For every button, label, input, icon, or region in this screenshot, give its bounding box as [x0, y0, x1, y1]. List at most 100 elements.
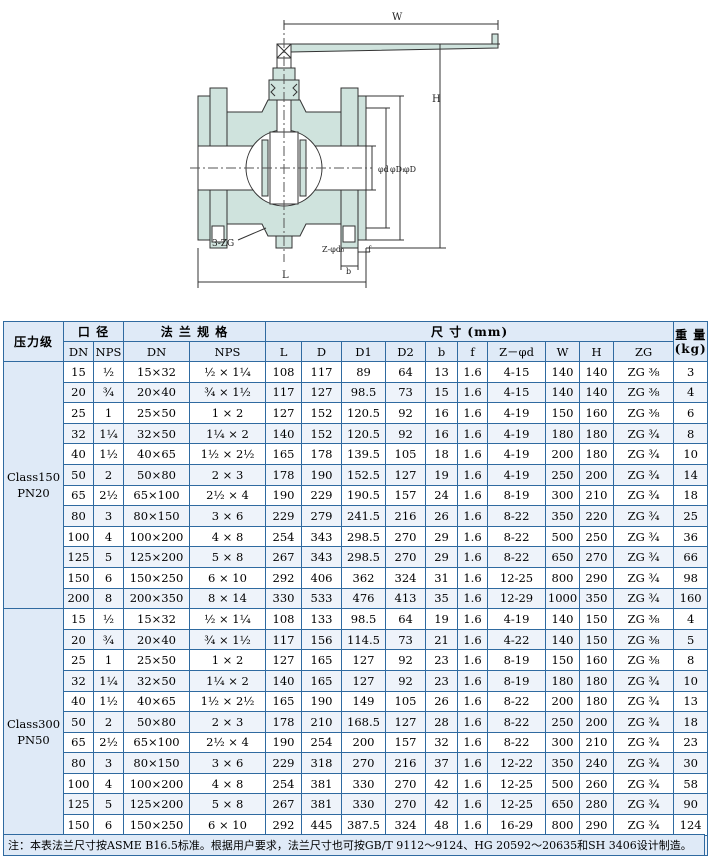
cell-zg: ZG ¾: [613, 463, 675, 486]
class-name: Class150: [6, 470, 61, 485]
cell-D2: 92: [385, 422, 427, 445]
cell-f: 1.6: [457, 422, 489, 445]
cell-kg: 4: [673, 608, 709, 630]
cell-dn: 20: [63, 381, 94, 404]
cell-z: 8-22: [487, 731, 547, 754]
cell-nps: 1½: [93, 690, 124, 713]
cell-dn: 50: [63, 711, 94, 733]
cell-nps: 2: [93, 463, 124, 486]
cell-D: 127: [301, 381, 343, 404]
cell-kg: 18: [673, 711, 709, 733]
cell-dn: 125: [63, 546, 94, 568]
cell-D: 445: [301, 814, 343, 836]
cell-nps: 1¼: [93, 422, 124, 445]
cell-kg: 36: [673, 525, 709, 548]
cell-kg: 23: [673, 731, 709, 754]
footnote: 注：本表法兰尺寸按ASME B16.5标准。根据用户要求，法兰尺寸也可按GB/T…: [3, 834, 705, 856]
cell-b: 19: [425, 608, 459, 630]
cell-f: 1.6: [457, 361, 489, 383]
cell-dn: 32: [63, 669, 94, 692]
cell-fnps: ½ × 1¼: [188, 608, 267, 630]
dim-z-phi-d0-label: Z-φd₀: [322, 245, 344, 254]
cell-f: 1.6: [457, 711, 489, 733]
cell-fnps: 3 × 6: [188, 752, 267, 774]
cell-b: 23: [425, 669, 459, 692]
cell-W: 250: [545, 463, 581, 486]
cell-dn: 40: [63, 690, 94, 713]
cell-fnps: 1¼ × 2: [188, 669, 267, 692]
cell-kg: 25: [673, 505, 709, 527]
cell-W: 650: [545, 793, 581, 816]
cell-D1: 330: [341, 772, 387, 795]
cell-D1: 476: [341, 587, 387, 610]
cell-b: 32: [425, 731, 459, 754]
cell-kg: 160: [673, 587, 709, 610]
cell-fnps: 5 × 8: [188, 793, 267, 816]
cell-zg: ZG ⅜: [613, 608, 675, 630]
th-weight: 重 量 (kg): [673, 321, 709, 362]
cell-kg: 10: [673, 669, 709, 692]
cell-dn: 100: [63, 772, 94, 795]
cell-kg: 8: [673, 649, 709, 671]
cell-nps: 4: [93, 525, 124, 548]
cell-fdn: 100×200: [123, 772, 190, 795]
cell-fnps: 2 × 3: [188, 711, 267, 733]
cell-W: 350: [545, 752, 581, 774]
cell-z: 4-15: [487, 381, 547, 404]
cell-zg: ZG ¾: [613, 484, 675, 507]
cell-nps: 2½: [93, 731, 124, 754]
cell-D: 343: [301, 525, 343, 548]
cell-D2: 324: [385, 566, 427, 589]
cell-b: 19: [425, 463, 459, 486]
cell-f: 1.6: [457, 566, 489, 589]
cell-f: 1.6: [457, 381, 489, 404]
th-zg: ZG: [613, 341, 675, 362]
cell-fdn: 20×40: [123, 628, 190, 651]
cell-kg: 66: [673, 546, 709, 568]
cell-z: 16-29: [487, 814, 547, 836]
cell-b: 26: [425, 690, 459, 713]
cell-fdn: 50×80: [123, 463, 190, 486]
cell-fdn: 25×50: [123, 402, 190, 424]
th-d: D: [301, 341, 343, 362]
cell-fnps: 4 × 8: [188, 772, 267, 795]
cell-D2: 324: [385, 814, 427, 836]
cell-W: 1000: [545, 587, 581, 610]
cell-D1: 241.5: [341, 505, 387, 527]
cell-z: 4-19: [487, 402, 547, 424]
cell-f: 1.6: [457, 402, 489, 424]
cell-z: 8-19: [487, 649, 547, 671]
cell-W: 140: [545, 361, 581, 383]
cell-fdn: 65×100: [123, 731, 190, 754]
cell-D2: 127: [385, 711, 427, 733]
cell-z: 8-22: [487, 505, 547, 527]
cell-nps: 1: [93, 402, 124, 424]
cell-D2: 157: [385, 731, 427, 754]
cell-nps: 2½: [93, 484, 124, 507]
cell-zg: ZG ¾: [613, 566, 675, 589]
cell-D2: 270: [385, 546, 427, 568]
cell-H: 180: [579, 690, 615, 713]
cell-H: 180: [579, 443, 615, 465]
cell-nps: 3: [93, 505, 124, 527]
cell-kg: 124: [673, 814, 709, 836]
cell-D2: 73: [385, 381, 427, 404]
cell-H: 220: [579, 505, 615, 527]
cell-W: 350: [545, 505, 581, 527]
class-name: Class300: [6, 717, 61, 732]
th-f: f: [457, 341, 489, 362]
cell-b: 23: [425, 649, 459, 671]
cell-zg: ZG ⅜: [613, 649, 675, 671]
cell-D: 279: [301, 505, 343, 527]
cell-kg: 13: [673, 690, 709, 713]
cell-D1: 120.5: [341, 402, 387, 424]
cell-f: 1.6: [457, 814, 489, 836]
dim-l-label: L: [282, 270, 289, 281]
